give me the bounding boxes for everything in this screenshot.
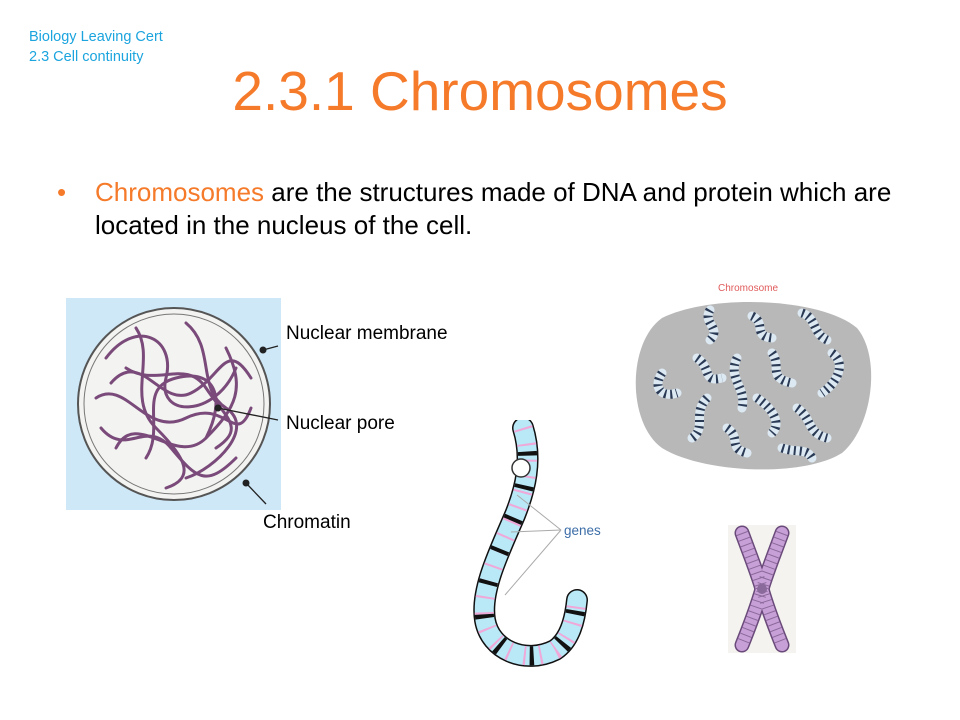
slide-title: 2.3.1 Chromosomes (232, 60, 728, 122)
nuclear-membrane-label: Nuclear membrane (286, 323, 448, 344)
chromosome-caption: Chromosome (718, 283, 779, 294)
gene-chromosome-figure (473, 420, 588, 667)
genes-label: genes (564, 523, 601, 538)
nuclear-pore-label: Nuclear pore (286, 413, 395, 434)
nucleus-diagram (66, 298, 281, 510)
bullet-body: are the structures made of DNA and prote… (95, 177, 892, 240)
chromatin-label: Chromatin (263, 512, 351, 533)
bullet-text: Chromosomes are the structures made of D… (95, 176, 895, 242)
bullet-dot-icon: • (57, 177, 67, 207)
course-line-2: 2.3 Cell continuity (29, 49, 144, 65)
bullet-keyword: Chromosomes (95, 177, 265, 207)
x-chromosome-figure (728, 525, 796, 653)
cell-chromosomes-figure (635, 301, 872, 470)
course-line-1: Biology Leaving Cert (29, 29, 163, 45)
course-label: Biology Leaving Cert 2.3 Cell continuity (29, 27, 163, 67)
